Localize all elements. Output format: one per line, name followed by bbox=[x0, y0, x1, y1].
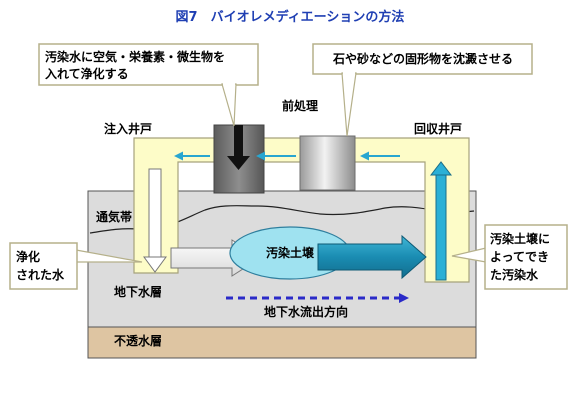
injection-callout-line-1: 汚染水に空気・栄養素・微生物を bbox=[45, 49, 225, 64]
pretreatment-tank bbox=[299, 135, 356, 191]
flow-direction-label: 地下水流出方向 bbox=[264, 304, 348, 319]
impermeable-layer bbox=[87, 326, 477, 359]
contaminated-flow-arrow bbox=[317, 234, 427, 280]
injection-well-label: 注入井戸 bbox=[104, 121, 152, 136]
contaminated-water-line-2: よってでき bbox=[490, 250, 549, 264]
contaminated-water-callout-box bbox=[484, 224, 568, 290]
purified-water-line-2: された水 bbox=[16, 267, 65, 282]
purified-water-down-arrow bbox=[143, 168, 167, 273]
contaminated-water-line-1: 汚染土壌に bbox=[490, 231, 550, 246]
vadose-zone-label: 通気帯 bbox=[96, 209, 132, 224]
groundwater-flow-arrow bbox=[226, 293, 409, 303]
impermeable-layer-label: 不透水層 bbox=[114, 333, 162, 348]
pretreatment-callout-text: 石や砂などの固形物を沈澱させる bbox=[332, 51, 513, 66]
aquifer-label: 地下水層 bbox=[114, 284, 162, 299]
contaminated-water-line-3: た汚染水 bbox=[490, 267, 539, 282]
down-arrow-icon bbox=[227, 125, 250, 170]
purified-water-line-1: 浄化 bbox=[16, 249, 40, 264]
contaminated-soil-label: 汚染土壌 bbox=[266, 245, 315, 260]
pipe-flow-arrows bbox=[174, 151, 400, 161]
injection-callout-pointer bbox=[221, 83, 237, 127]
injection-callout-line-2: 入れて浄化する bbox=[45, 66, 129, 81]
pretreatment-callout-pointer bbox=[341, 72, 357, 137]
up-arrow-icon bbox=[429, 161, 453, 281]
pretreatment-label: 前処理 bbox=[282, 98, 318, 113]
injection-callout-box bbox=[38, 43, 259, 86]
purified-water-callout-box bbox=[9, 242, 78, 290]
recovery-well-label: 回収井戸 bbox=[414, 121, 462, 136]
pretreatment-callout-box bbox=[312, 43, 533, 75]
diagram-title: 図7 バイオレメディエーションの方法 bbox=[176, 9, 405, 25]
